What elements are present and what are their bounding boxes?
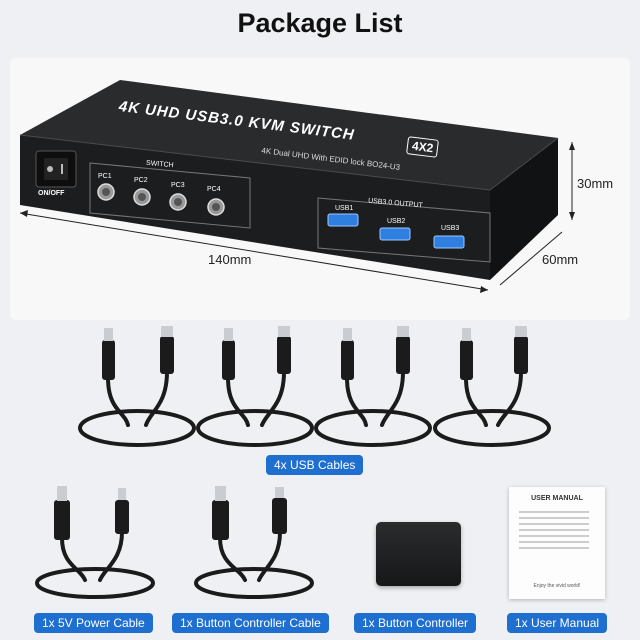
usb1-port (327, 213, 359, 227)
user-manual-label: 1x User Manual (507, 613, 608, 633)
dimension-length: 140mm (208, 252, 252, 267)
usb-plugs (102, 336, 528, 380)
dimension-height: 30mm (577, 176, 614, 191)
device-badge: 4X2 (406, 136, 440, 158)
pc3-label: PC3 (171, 182, 185, 189)
power-label: ON/OFF (38, 190, 65, 197)
pc1-label: PC1 (98, 173, 112, 180)
power-cable-label: 1x 5V Power Cable (34, 613, 153, 633)
usb2-label: USB2 (387, 218, 406, 225)
manual-footer: Enjoy the vivid world! (533, 583, 581, 589)
usb-cables-label: 4x USB Cables (266, 455, 364, 475)
button-cable-label: 1x Button Controller Cable (172, 613, 329, 633)
usb2-port (379, 227, 411, 241)
manual-title: USER MANUAL (531, 495, 583, 502)
pc2-label: PC2 (134, 177, 148, 184)
user-manual: USER MANUAL Enjoy the vivid world! (509, 487, 605, 599)
usb3-port (433, 235, 465, 249)
pc4-label: PC4 (207, 186, 221, 193)
dimension-depth: 60mm (542, 252, 579, 267)
power-cable-illustration (35, 530, 155, 599)
button-controller-label: 1x Button Controller (354, 613, 477, 633)
usb3-label: USB3 (441, 225, 460, 232)
button-controller (376, 522, 461, 586)
usb1-label: USB1 (335, 205, 354, 212)
usb-cables-illustration (78, 370, 551, 447)
page-title: Package List (237, 8, 403, 38)
button-cable-illustration (194, 530, 314, 599)
